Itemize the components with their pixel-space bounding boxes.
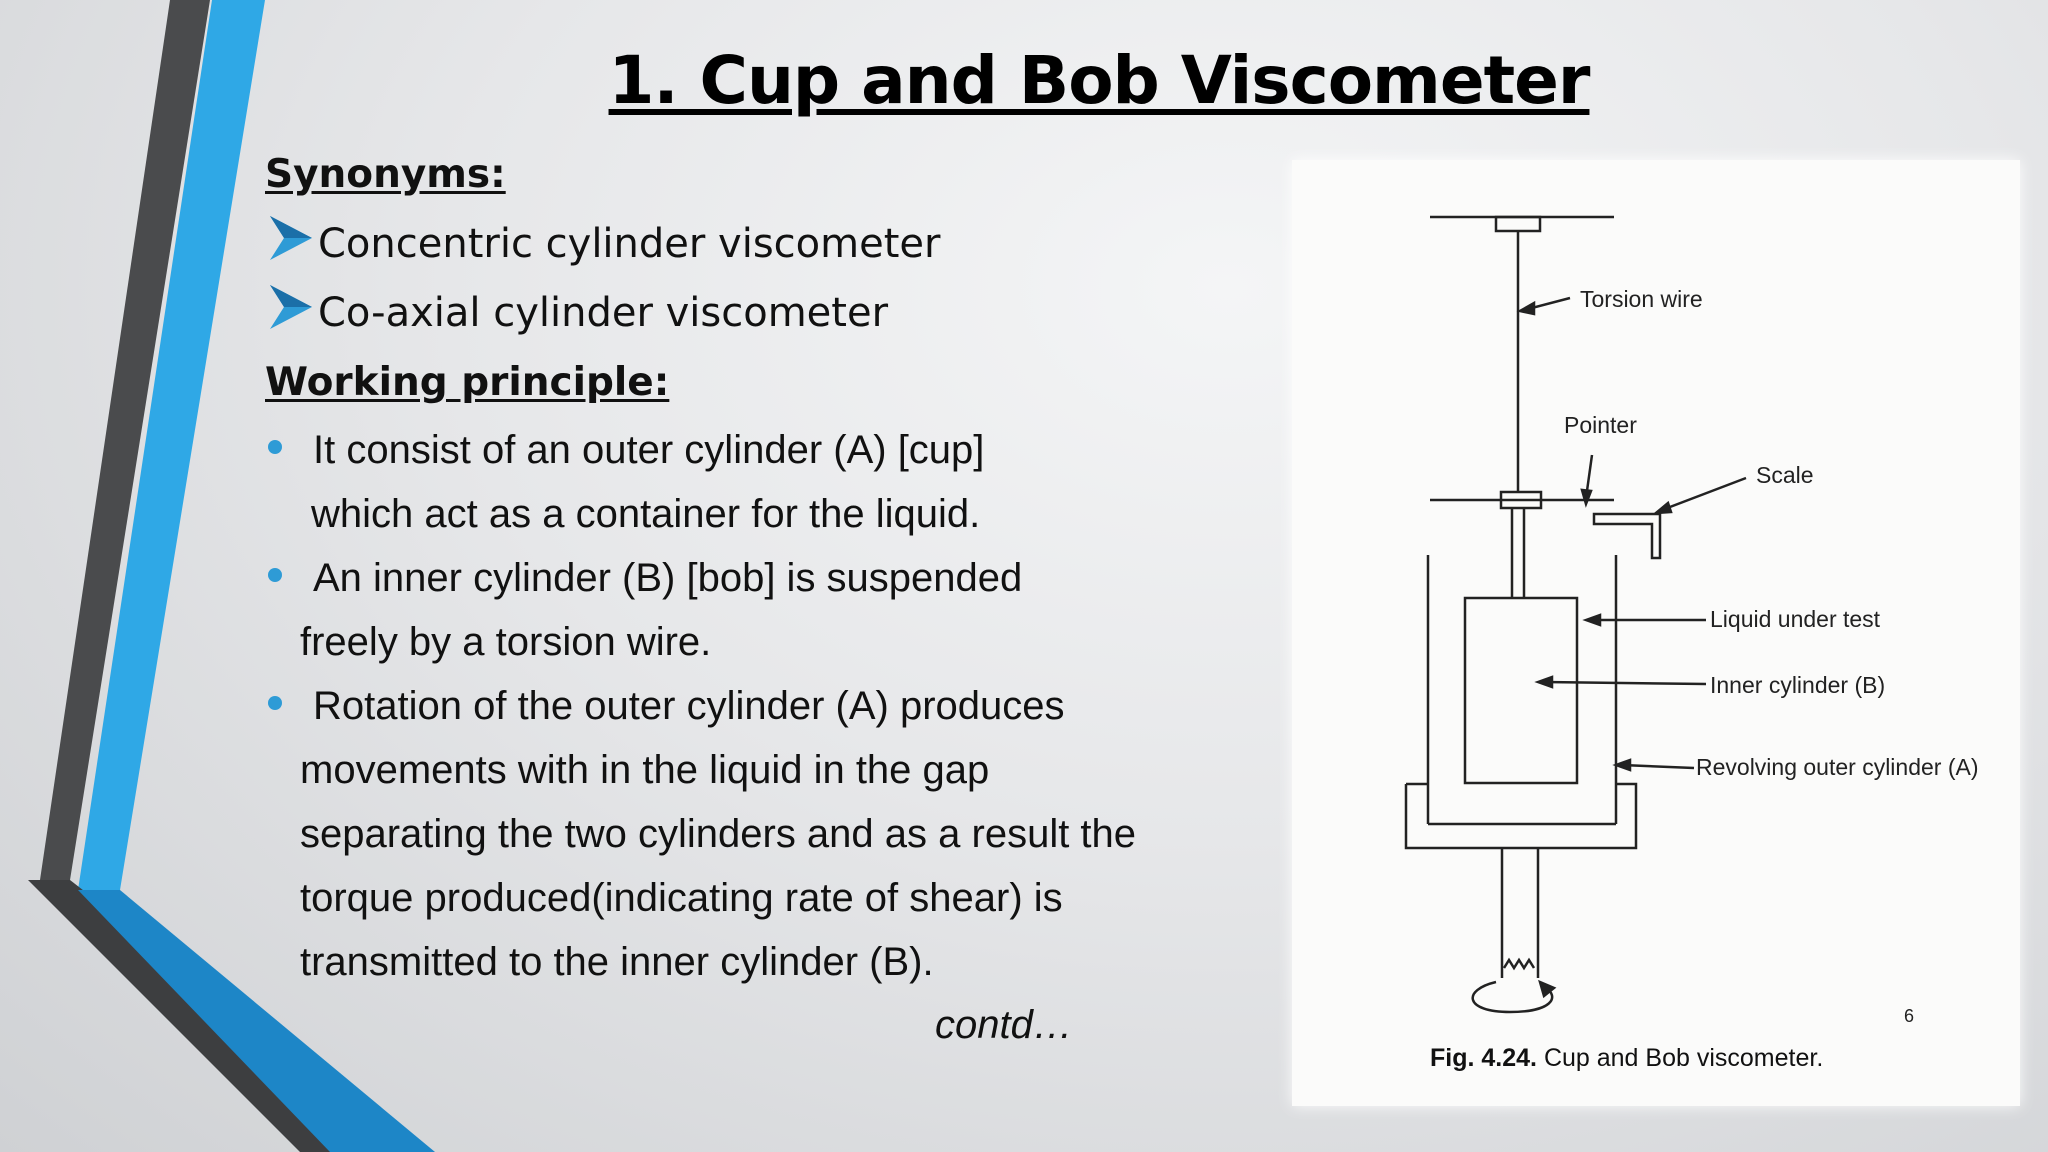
viscometer-diagram [1404,215,1747,1014]
bullet-3-line-5: transmitted to the inner cylinder (B). [300,940,934,984]
arrow-bullet-icon [270,216,312,260]
bullet-1-line-2: which act as a container for the liquid. [311,492,981,536]
dark-stripe [40,0,210,880]
label-torsion-wire: Torsion wire [1580,286,1703,312]
synonym-item-2: Co-axial cylinder viscometer [268,285,889,337]
synonym-item-1: Concentric cylinder viscometer [268,216,941,268]
bullet-3-line-3: separating the two cylinders and as a re… [300,812,1137,856]
label-inner-cylinder: Inner cylinder (B) [1710,672,1886,698]
blue-stripe [78,0,265,890]
bullet-1-line-1: It consist of an outer cylinder (A) [cup… [313,428,985,472]
caption-number: Fig. 4.24. [1430,1044,1537,1072]
caption-text: Cup and Bob viscometer. [1543,1044,1824,1072]
synonym-text: Concentric cylinder viscometer [318,221,941,267]
synonyms-heading: Synonyms: [265,152,506,197]
figure-caption: Fig. 4.24. Cup and Bob viscometer. [1430,1044,1823,1073]
slide-title: 1. Cup and Bob Viscometer [608,42,1591,119]
bullet-dot [268,440,282,454]
bullet-dot [268,696,282,710]
continued-note: contd… [935,1003,1073,1047]
label-outer-cylinder: Revolving outer cylinder (A) [1696,754,1979,780]
viscometer-figure: Torsion wire Pointer Scale Liquid under … [1292,160,2020,1106]
bullet-3-line-4: torque produced(indicating rate of shear… [300,876,1063,920]
bullet-3-line-2: movements with in the liquid in the gap [300,748,990,792]
working-principle-heading: Working principle: [265,360,670,405]
bullet-2-line-2: freely by a torsion wire. [300,620,712,664]
synonym-text: Co-axial cylinder viscometer [318,290,889,336]
label-pointer: Pointer [1564,412,1637,438]
bullet-3-line-1: Rotation of the outer cylinder (A) produ… [313,684,1065,728]
label-scale: Scale [1756,462,1814,488]
bullet-dot [268,568,282,582]
arrow-bullet-icon [270,285,312,329]
bullet-2-line-1: An inner cylinder (B) [bob] is suspended [313,556,1023,600]
page-number: 6 [1904,1006,1915,1026]
blue-diagonal [78,890,435,1152]
label-liquid-under-test: Liquid under test [1710,606,1881,632]
